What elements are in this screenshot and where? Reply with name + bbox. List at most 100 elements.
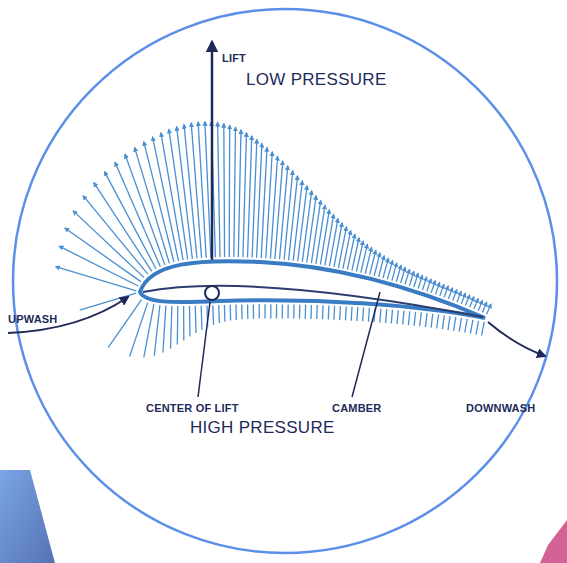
pressure-arrow (444, 286, 448, 297)
pressure-arrow (405, 269, 410, 284)
pressure-arrow (338, 227, 346, 268)
leader-line (198, 302, 210, 397)
camber-label: CAMBER (332, 402, 381, 414)
pressure-arrow (270, 304, 271, 318)
downwash-arrow (488, 322, 545, 356)
pressure-arrow (261, 148, 267, 259)
pressure-arrow (440, 284, 444, 296)
pressure-arrow (275, 161, 283, 259)
pressure-arrow (329, 219, 338, 267)
pressure-arrow (403, 311, 404, 325)
pressure-arrow (339, 306, 341, 320)
camber-line (143, 286, 483, 317)
pressure-arrows (56, 122, 491, 358)
pressure-arrow (302, 191, 311, 262)
pressure-arrow (224, 305, 226, 322)
pressure-arrow (465, 319, 467, 333)
pressure-arrow (470, 320, 473, 334)
pressure-arrow (401, 267, 406, 283)
pressure-arrow (195, 306, 197, 333)
pressure-arrow (218, 122, 220, 257)
pressure-arrow (223, 124, 225, 258)
pressure-arrow (392, 263, 397, 281)
pressure-arrow (247, 304, 248, 319)
pressure-arrow (264, 304, 265, 318)
upwash-label: UPWASH (8, 313, 57, 325)
pressure-arrow (230, 305, 232, 321)
pressure-arrow (328, 306, 330, 320)
pressure-arrow (454, 317, 456, 331)
pressure-arrow (453, 290, 457, 301)
pressure-arrow (345, 306, 347, 320)
pressure-arrow (184, 125, 197, 259)
lift-label: LIFT (222, 52, 246, 64)
pressure-arrow (356, 307, 358, 321)
pressure-arrow (374, 253, 380, 276)
frame-circle (13, 9, 557, 553)
pressure-arrow (253, 304, 254, 318)
pressure-arrow (478, 300, 482, 310)
pressure-arrow (383, 258, 388, 278)
pressure-arrow (307, 196, 316, 263)
pressure-arrow (144, 142, 174, 262)
corner-decoration (540, 520, 567, 563)
pressure-arrow (163, 306, 166, 353)
pressure-arrow (235, 305, 237, 320)
pressure-arrow (409, 271, 414, 285)
pressure-arrow (80, 293, 137, 310)
pressure-arrow (487, 304, 491, 314)
pressure-arrow (470, 297, 474, 308)
center-of-lift-marker (205, 286, 219, 300)
pressure-arrow (397, 310, 398, 324)
pressure-arrow (427, 279, 431, 291)
pressure-arrow (431, 281, 435, 293)
pressure-arrow (431, 314, 433, 328)
pressure-arrow (461, 293, 465, 304)
pressure-arrow (387, 261, 392, 280)
pressure-arrow (189, 306, 191, 337)
pressure-arrow (183, 306, 184, 340)
pressure-arrow (287, 305, 289, 319)
pressure-arrow (423, 277, 427, 290)
pressure-arrow (343, 231, 351, 269)
pressure-arrow (396, 265, 401, 282)
pressure-arrow (418, 275, 422, 288)
pressure-arrow (293, 181, 302, 261)
pressure-arrow (191, 123, 201, 258)
pressure-arrow (408, 311, 409, 325)
pressure-arrow (386, 309, 387, 323)
pressure-arrow (201, 306, 203, 330)
pressure-arrow (316, 305, 318, 319)
leader-line (352, 292, 380, 397)
pressure-arrow (482, 322, 485, 336)
pressure-arrow (125, 154, 165, 265)
pressure-arrow (252, 140, 257, 258)
downwash-label: DOWNWASH (466, 402, 535, 414)
pressure-arrow (299, 305, 301, 319)
pressure-arrow (248, 136, 252, 258)
airfoil (140, 261, 485, 318)
pressure-label: HIGH PRESSURE (190, 418, 335, 438)
pressure-arrow (334, 223, 342, 267)
center-label: CENTER OF LIFT (146, 402, 239, 414)
pressure-arrow (459, 318, 461, 332)
upwash-arrow (8, 297, 128, 333)
pressure-arrow (293, 305, 295, 319)
pressure-arrow (135, 148, 170, 264)
pressure-arrow (368, 308, 369, 322)
pressure-arrow (316, 205, 325, 264)
pressure-arrow (437, 315, 439, 329)
pressure-arrow (115, 162, 160, 266)
pressure-arrow (420, 312, 422, 326)
pressure-arrow (212, 305, 214, 325)
pressure-arrow (310, 305, 312, 319)
pressure-arrow (457, 291, 461, 302)
pressure-arrow (311, 201, 320, 264)
pressure-arrow (322, 305, 324, 319)
pressure-arrow (466, 295, 470, 306)
pressure-arrow (259, 304, 260, 318)
pressure-arrow (280, 166, 288, 259)
pressure-arrow (448, 288, 452, 299)
pressure-label: LOW PRESSURE (246, 70, 387, 90)
pressure-arrow (289, 176, 298, 260)
